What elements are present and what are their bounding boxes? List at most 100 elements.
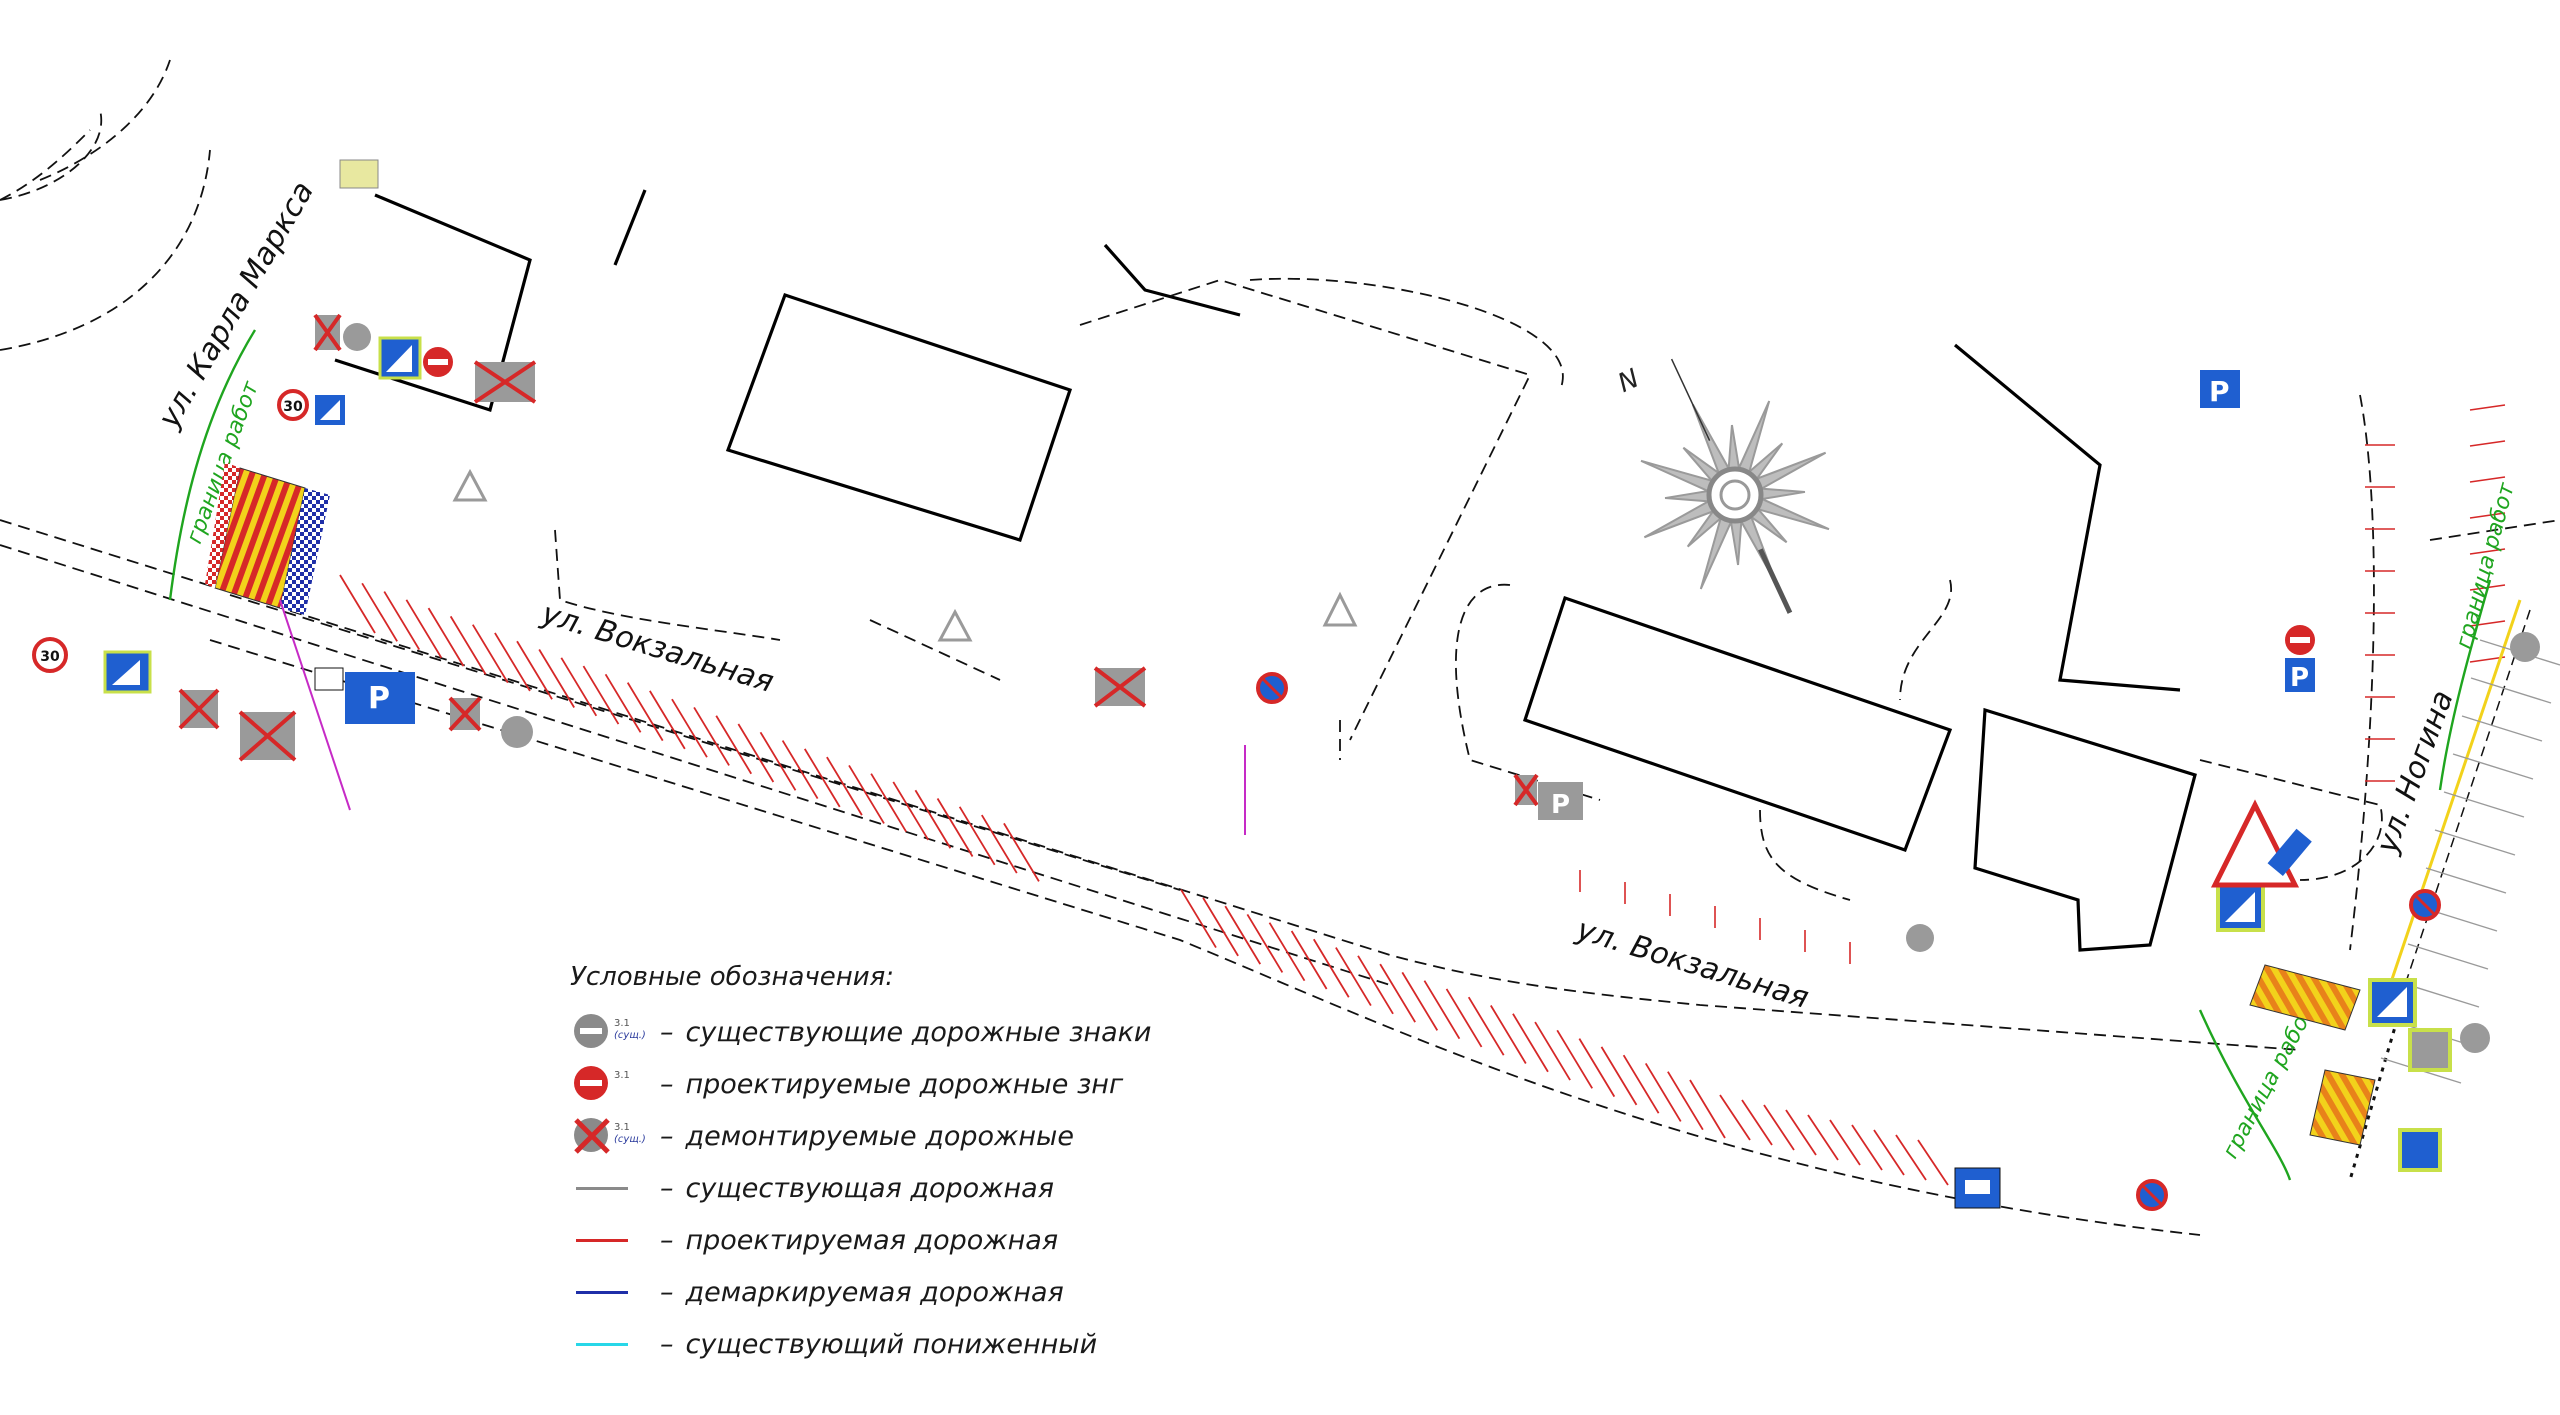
existing-warning-sign-icon: [937, 608, 973, 642]
stall-line: [2434, 829, 2516, 856]
hatch-line: [759, 731, 797, 791]
existing-sign-icon: [2460, 1023, 2490, 1053]
hatch-line: [1622, 1054, 1660, 1114]
legend-title: Условные обозначения:: [570, 962, 895, 992]
hatch-line: [1268, 922, 1306, 982]
legend-label: проектируемые дорожные знг: [685, 1068, 1124, 1100]
street-label-nogina: ул. Ногина: [2369, 686, 2460, 859]
hatch-line: [494, 632, 531, 692]
hatch-line: [604, 673, 642, 733]
legend: Условные обозначения: 3.1 (сущ.) – сущес…: [570, 962, 1290, 1370]
tick-line: [2469, 620, 2506, 627]
legend-row-projected-signs: 3.1 – проектируемые дорожные знг: [570, 1058, 1290, 1110]
parking-sign-icon: [345, 672, 415, 724]
hatch-line: [560, 657, 598, 717]
signs-karla-marksa: 30 30: [32, 159, 2540, 1211]
projected-sign-icon: 3.1: [570, 1064, 656, 1104]
hatch-line: [1246, 913, 1284, 973]
crosswalk-sign-icon: [103, 650, 152, 694]
nogina-axis-line: [2348, 599, 2531, 1181]
speed-limit-value: 30: [40, 649, 60, 665]
parking-sign-letter: P: [2209, 375, 2230, 408]
utility-line: [279, 599, 351, 811]
stall-line: [2425, 867, 2507, 894]
crossing-nogina-bottom: [2309, 1069, 2376, 1146]
legend-label: существующая дорожная: [685, 1172, 1054, 1204]
tick-line: [2469, 548, 2506, 555]
crossing-nogina-top: [2249, 964, 2361, 1031]
hatch-line: [1644, 1062, 1682, 1122]
hatch-line: [1357, 955, 1394, 1015]
hatch-line: [914, 789, 952, 849]
hatch-line: [1445, 988, 1483, 1048]
direction-sign-icon: [2267, 828, 2312, 877]
legend-label: существующие дорожные знаки: [685, 1016, 1152, 1048]
legend-label: демаркируемая дорожная: [685, 1276, 1064, 1308]
speed-limit-sign-icon: [277, 389, 309, 421]
hatch-line: [1003, 822, 1040, 882]
projected-parking-ticks: [1579, 404, 2506, 964]
legend-row-existing-line: – существующая дорожная: [570, 1162, 1290, 1214]
removed-line-icon: [570, 1272, 656, 1312]
existing-sign-icon: 3.1 (сущ.): [570, 1012, 656, 1052]
hatch-line: [582, 665, 620, 725]
tick-line: [2469, 476, 2506, 483]
legend-row-lowered-curb: – существующий пониженный: [570, 1318, 1290, 1370]
crossing-karla-marksa: [205, 462, 330, 615]
hatch-line: [1534, 1021, 1571, 1081]
parking-sign-icon: [1538, 782, 1583, 820]
stall-line: [2443, 791, 2525, 818]
legend-label: существующий пониженный: [685, 1328, 1098, 1360]
hatch-line: [1578, 1038, 1616, 1098]
hatch-line: [1401, 971, 1439, 1031]
hatch-line: [1763, 1104, 1795, 1151]
legend-label: проектируемая дорожная: [685, 1224, 1059, 1256]
existing-line-icon: [570, 1168, 656, 1208]
hatch-line: [1180, 889, 1217, 949]
hatch-line: [693, 706, 730, 766]
tick-line: [2469, 440, 2506, 447]
hatch-line: [1556, 1029, 1593, 1089]
hatch-line: [826, 756, 863, 816]
hatch-line: [892, 781, 930, 841]
legend-row-projected-line: – проектируемая дорожная: [570, 1214, 1290, 1266]
parking-sign-letter: P: [1551, 790, 1570, 820]
hatch-line: [1873, 1129, 1905, 1176]
existing-warning-sign-icon: [452, 468, 488, 502]
street-label-vokzalnaya-1: ул. Вокзальная: [537, 596, 778, 700]
hatch-line: [936, 798, 974, 857]
stall-line: [2461, 715, 2543, 742]
parking-sign-icon: [2285, 658, 2315, 692]
hatch-line: [405, 599, 443, 659]
tick-line: [2469, 404, 2506, 411]
hatch-line: [649, 690, 686, 750]
hatch-line: [981, 814, 1018, 874]
parking-sign-letter: P: [2290, 663, 2309, 693]
hatch-line: [737, 723, 775, 783]
hatch-line: [1829, 1119, 1861, 1166]
stall-line: [2452, 753, 2534, 780]
hatch-line: [1895, 1134, 1927, 1181]
hatch-line: [472, 624, 509, 684]
bus-stop-sign-icon: [1954, 1167, 2001, 1209]
street-label-vokzalnaya-2: ул. Вокзальная: [1572, 912, 1813, 1016]
existing-warning-sign-icon: [1322, 591, 1358, 627]
hatch-line: [1600, 1046, 1638, 1106]
work-boundary-lines: [168, 329, 2492, 1181]
hatch-line: [958, 806, 996, 866]
hatch-line: [1851, 1124, 1883, 1171]
hatch-line: [427, 607, 465, 667]
hatch-line: [1689, 1079, 1726, 1139]
crosswalk-sign-icon: [2398, 1128, 2442, 1172]
hatch-line: [1423, 980, 1461, 1040]
hatch-line: [1667, 1071, 1704, 1131]
hatch-line: [1490, 1005, 1527, 1064]
removed-sign-icon: 3.1 (сущ.): [570, 1116, 656, 1156]
removed-signs: [178, 313, 1539, 807]
speed-limit-sign-icon: [32, 637, 68, 673]
hatch-line: [671, 698, 708, 758]
hatch-line: [626, 682, 664, 742]
hatch-line: [516, 640, 553, 700]
buildings: [334, 189, 2197, 952]
